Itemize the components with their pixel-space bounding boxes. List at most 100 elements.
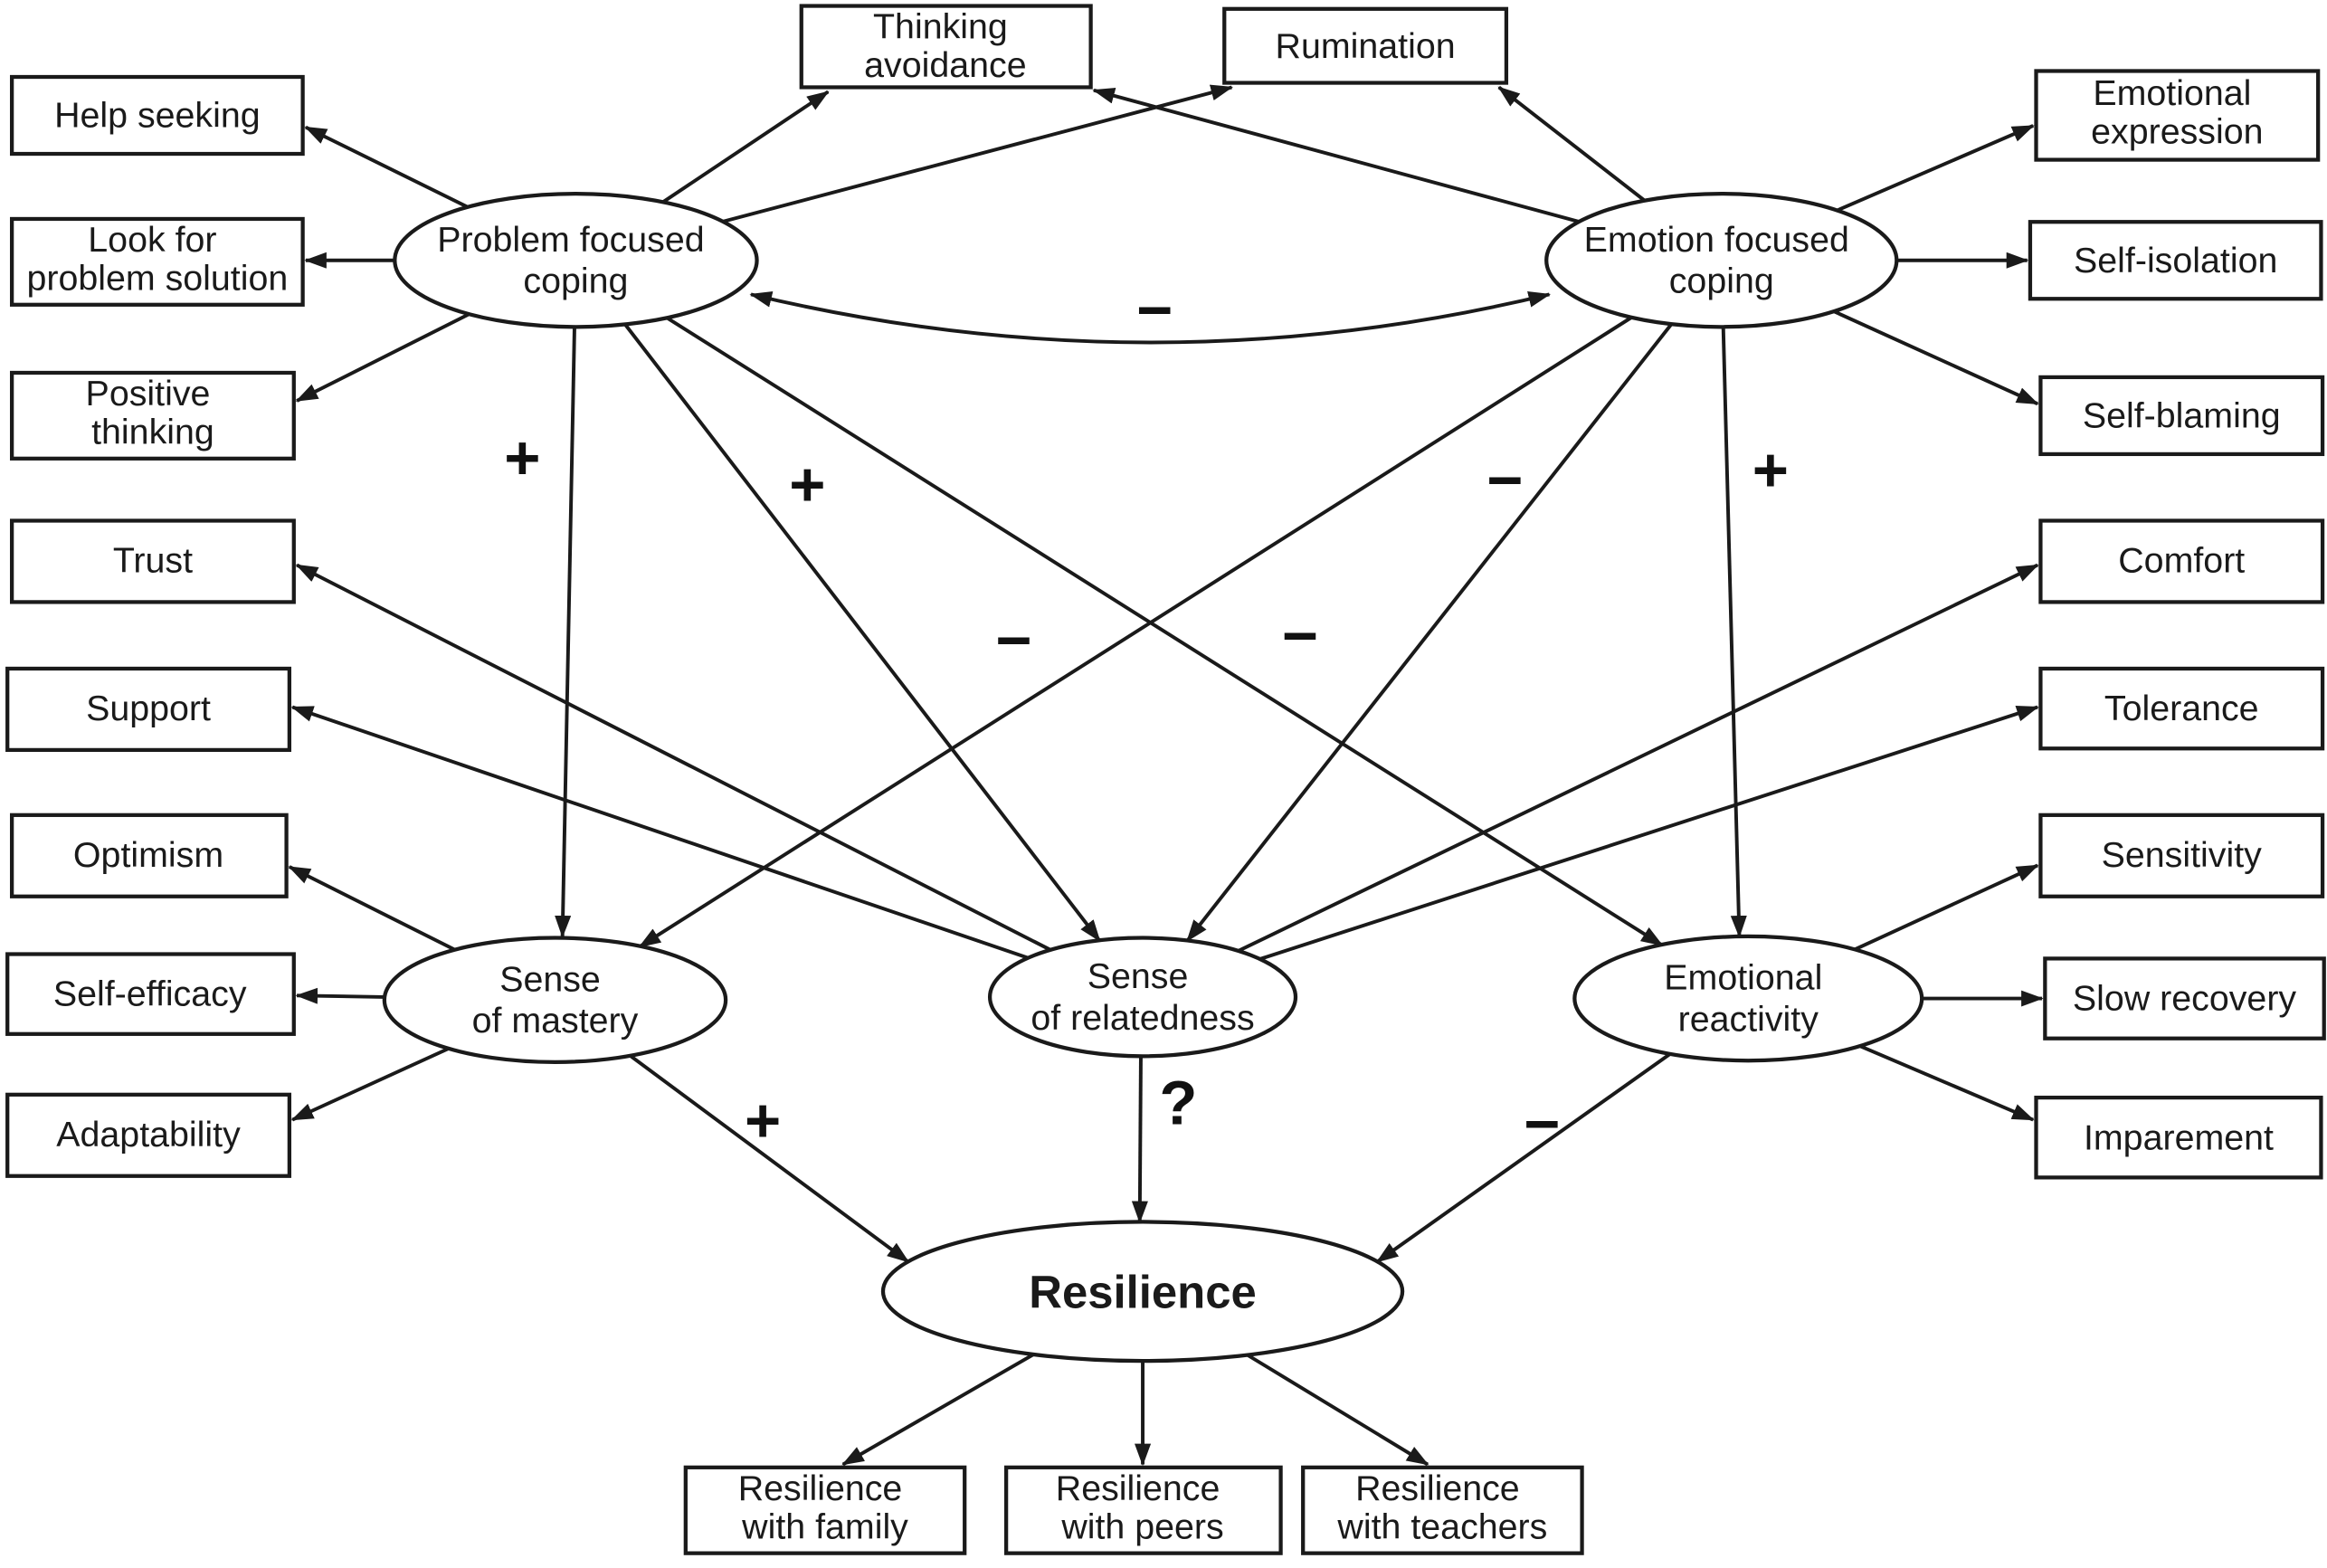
sign-er-resilience: − xyxy=(1524,1089,1560,1159)
box-self-blaming: Self-blaming xyxy=(2038,375,2325,457)
ellipse-problem-focused-coping-label: Problem focused coping xyxy=(437,220,714,301)
box-self-efficacy: Self-efficacy xyxy=(5,952,296,1036)
sign-efc-er: + xyxy=(1752,435,1789,505)
sign-pfc-som: + xyxy=(504,423,540,493)
box-self-isolation-label: Self-isolation xyxy=(2074,241,2277,280)
box-tolerance-shape xyxy=(2038,666,2325,751)
sign-pfc-efc-covariance: − xyxy=(1136,275,1173,345)
ellipse-emotion-focused-coping-shape xyxy=(1544,192,1899,329)
ellipse-sense-of-relatedness-label: Sense of relatedness xyxy=(1031,956,1254,1038)
sign-efc-sor: − xyxy=(1486,445,1523,515)
box-help-seeking-label: Help seeking xyxy=(54,96,261,136)
edge-pfc-efc-covariance xyxy=(749,290,1552,345)
box-emotional-expression-label: Emotional expression xyxy=(2091,73,2263,151)
edge-efc-to-sense-of-relatedness xyxy=(1185,259,1724,943)
box-rumination-shape xyxy=(1222,6,1509,85)
box-resilience-with-teachers: Resilience with teachers xyxy=(1301,1465,1584,1555)
edge-sor-to-tolerance xyxy=(1142,705,2039,999)
edge-sor-to-trust xyxy=(295,563,1144,999)
ellipse-emotional-reactivity: Emotional reactivity xyxy=(1572,934,1924,1063)
box-self-isolation: Self-isolation xyxy=(2028,220,2323,301)
box-resilience-with-teachers-label: Resilience with teachers xyxy=(1336,1468,1547,1546)
edge-efc-to-sense-of-mastery xyxy=(638,259,1723,948)
box-self-efficacy-shape xyxy=(5,952,296,1036)
box-help-seeking: Help seeking xyxy=(9,74,305,157)
box-optimism: Optimism xyxy=(9,813,289,898)
box-sensitivity-shape xyxy=(2038,813,2325,898)
ellipse-sense-of-relatedness: Sense of relatedness xyxy=(987,936,1298,1059)
box-self-blaming-label: Self-blaming xyxy=(2083,396,2281,436)
edge-pfc-to-sense-of-mastery xyxy=(555,260,578,938)
box-comfort-label: Comfort xyxy=(2118,541,2245,581)
sign-sor-resilience: ? xyxy=(1159,1069,1197,1138)
box-trust-shape xyxy=(9,518,296,604)
edge-pfc-to-emotional-reactivity xyxy=(575,259,1664,947)
ellipse-resilience-shape xyxy=(880,1220,1405,1364)
ellipse-sense-of-mastery-label: Sense of mastery xyxy=(472,959,639,1041)
box-positive-thinking: Positive thinking xyxy=(9,370,296,461)
edge-pfc-to-sense-of-relatedness xyxy=(574,259,1102,943)
box-resilience-with-family-label: Resilience with family xyxy=(738,1468,913,1546)
ellipse-sense-of-mastery-shape xyxy=(382,936,728,1064)
box-optimism-label: Optimism xyxy=(73,835,223,875)
box-tolerance: Tolerance xyxy=(2038,666,2325,751)
box-resilience-with-peers-shape xyxy=(1003,1465,1283,1555)
sign-efc-som: − xyxy=(995,605,1031,675)
latent-ellipses-layer: Problem focused coping Emotion focused c… xyxy=(382,192,1924,1364)
ellipse-problem-focused-coping: Problem focused coping xyxy=(393,192,759,329)
box-slow-recovery: Slow recovery xyxy=(2043,956,2326,1041)
sign-pfc-sor: + xyxy=(789,450,825,519)
box-comfort: Comfort xyxy=(2038,518,2325,604)
ellipse-problem-focused-coping-shape xyxy=(393,192,759,329)
box-rumination: Rumination xyxy=(1222,6,1509,85)
box-emotional-expression-shape xyxy=(2034,69,2321,162)
box-optimism-shape xyxy=(9,813,289,898)
box-resilience-with-peers-label: Resilience with peers xyxy=(1056,1468,1230,1546)
ellipse-resilience-label: Resilience xyxy=(1029,1266,1256,1317)
ellipse-emotional-reactivity-shape xyxy=(1572,934,1924,1063)
box-resilience-with-family: Resilience with family xyxy=(683,1465,967,1555)
box-resilience-with-teachers-shape xyxy=(1301,1465,1584,1555)
box-imparement-label: Imparement xyxy=(2084,1117,2274,1157)
box-self-efficacy-label: Self-efficacy xyxy=(53,974,247,1014)
observed-boxes-layer: Thinking avoidance Rumination Help seeki… xyxy=(5,4,2326,1555)
box-support-shape xyxy=(5,666,291,753)
box-self-blaming-shape xyxy=(2038,375,2325,457)
ellipse-emotion-focused-coping: Emotion focused coping xyxy=(1544,192,1899,329)
box-thinking-avoidance-shape xyxy=(799,4,1093,90)
box-look-for-problem-solution: Look for problem solution xyxy=(9,216,305,307)
box-rumination-label: Rumination xyxy=(1276,26,1456,66)
sign-pfc-er: − xyxy=(1282,601,1318,670)
box-sensitivity-label: Sensitivity xyxy=(2102,835,2263,875)
sign-som-resilience: + xyxy=(745,1086,781,1155)
box-look-for-problem-solution-shape xyxy=(9,216,305,307)
box-adaptability: Adaptability xyxy=(5,1092,291,1178)
edge-sor-to-support xyxy=(290,705,1144,999)
box-slow-recovery-shape xyxy=(2043,956,2326,1041)
box-look-for-problem-solution-label: Look for problem solution xyxy=(26,220,288,298)
box-trust: Trust xyxy=(9,518,296,604)
ellipse-sense-of-mastery: Sense of mastery xyxy=(382,936,728,1064)
box-thinking-avoidance: Thinking avoidance xyxy=(799,4,1093,90)
box-slow-recovery-label: Slow recovery xyxy=(2073,979,2297,1019)
box-thinking-avoidance-label: Thinking avoidance xyxy=(864,7,1026,85)
box-imparement-shape xyxy=(2034,1095,2323,1180)
ellipse-emotional-reactivity-label: Emotional reactivity xyxy=(1664,958,1832,1040)
box-resilience-with-family-shape xyxy=(683,1465,967,1555)
box-imparement: Imparement xyxy=(2034,1095,2323,1180)
box-resilience-with-peers: Resilience with peers xyxy=(1003,1465,1283,1555)
box-adaptability-label: Adaptability xyxy=(56,1115,241,1155)
box-tolerance-label: Tolerance xyxy=(2104,689,2259,728)
edge-efc-to-emotional-reactivity xyxy=(1719,260,1747,938)
box-trust-label: Trust xyxy=(113,541,193,581)
box-emotional-expression: Emotional expression xyxy=(2034,69,2321,162)
edge-sor-to-comfort xyxy=(1142,563,2039,999)
ellipse-resilience: Resilience xyxy=(880,1220,1405,1364)
box-sensitivity: Sensitivity xyxy=(2038,813,2325,898)
box-support-label: Support xyxy=(86,689,211,728)
box-help-seeking-shape xyxy=(9,74,305,157)
box-positive-thinking-label: Positive thinking xyxy=(86,374,221,451)
box-self-isolation-shape xyxy=(2028,220,2323,301)
